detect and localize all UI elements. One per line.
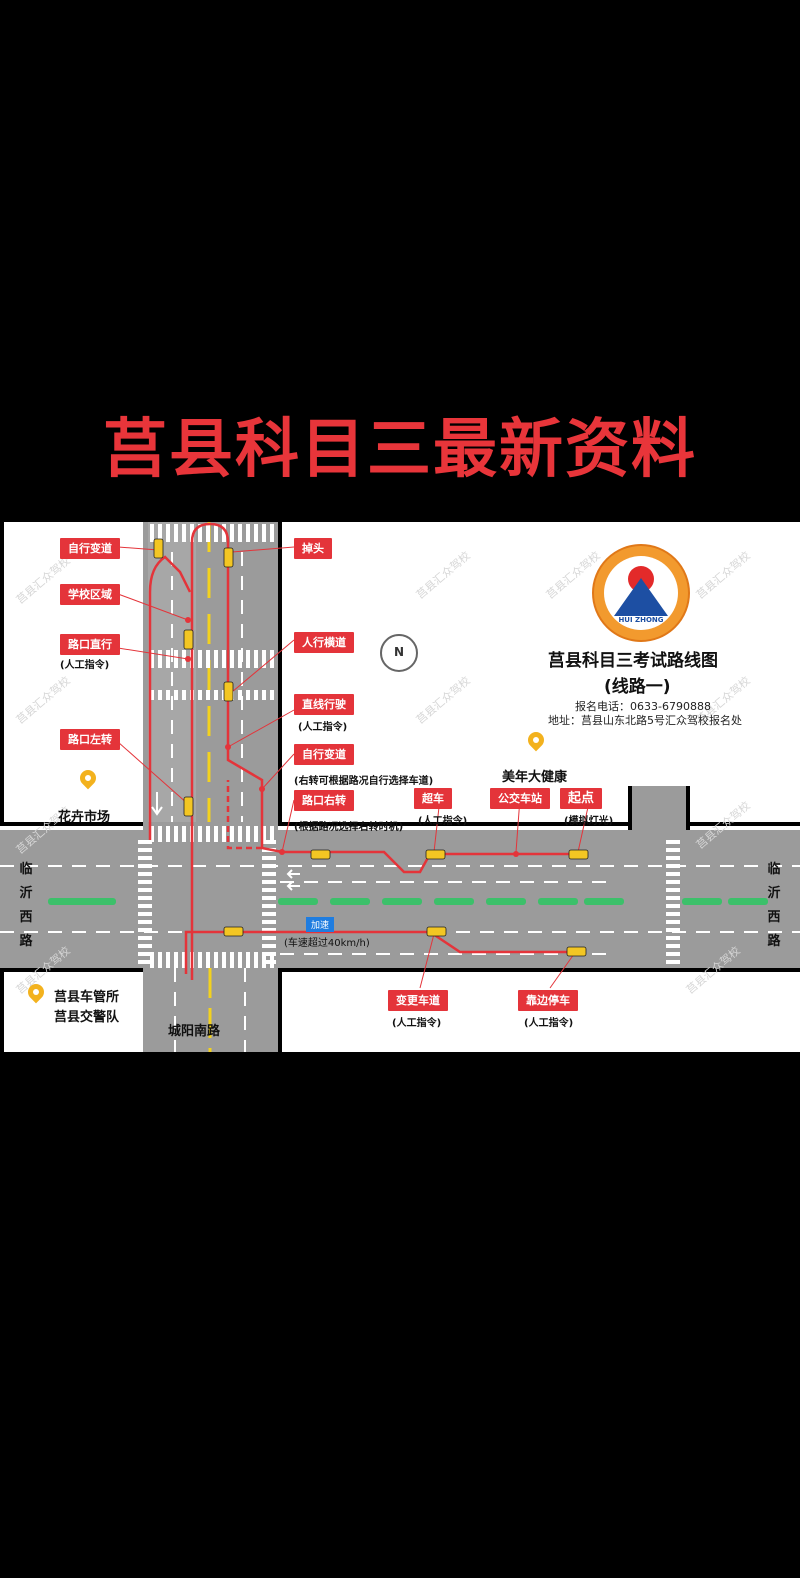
label-right-turn: 路口右转 — [294, 790, 354, 811]
note-straight-driving: (人工指令) — [298, 722, 348, 733]
label-straight-intersection: 路口直行 — [60, 634, 120, 655]
note-pull-over: (人工指令) — [524, 1018, 574, 1029]
note-right-turn: (根据路况选择右转时机) — [294, 822, 404, 833]
place-linyi-west-right: 临沂西路 — [767, 862, 781, 949]
address-info: 地址：莒县山东北路5号汇众驾校报名处 — [548, 714, 742, 727]
label-left-turn: 路口左转 — [60, 729, 120, 750]
map-subtitle: (线路一) — [604, 677, 671, 697]
note-overtake: (人工指令) — [418, 816, 468, 827]
label-bus-stop: 公交车站 — [490, 788, 550, 809]
label-straight-driving: 直线行驶 — [294, 694, 354, 715]
label-school-zone: 学校区域 — [60, 584, 120, 605]
place-traffic-police: 莒县交警队 — [54, 1010, 120, 1025]
label-pull-over: 靠边停车 — [518, 990, 578, 1011]
label-crosswalk: 人行横道 — [294, 632, 354, 653]
map-title: 莒县科目三考试路线图 — [548, 651, 718, 671]
label-overtake: 超车 — [414, 788, 452, 809]
place-meinian: 美年大健康 — [502, 770, 568, 785]
label-start: 起点 — [560, 788, 603, 809]
label-change-lane: 变更车道 — [388, 990, 448, 1011]
label-u-turn: 掉头 — [294, 538, 332, 559]
note-change-lane: (人工指令) — [392, 1018, 442, 1029]
note-start: (模拟灯光) — [564, 816, 614, 827]
note-free-lane: (右转可根据路况自行选择车道) — [294, 776, 434, 787]
route-map: 莒县汇众驾校 莒县汇众驾校 莒县汇众驾校 莒县汇众驾校 莒县汇众驾校 莒县汇众驾… — [0, 522, 800, 1052]
road-map-graphic — [0, 522, 800, 1052]
note-straight-intersection: (人工指令) — [60, 660, 110, 671]
label-free-lane-top: 自行变道 — [60, 538, 120, 559]
logo-text: HUI ZHONG — [618, 616, 664, 624]
place-vehicle-office: 莒县车管所 — [54, 990, 120, 1005]
cars — [153, 538, 589, 957]
accelerate-badge: 加速 — [306, 917, 335, 932]
school-logo: HUI ZHONG — [592, 544, 690, 642]
label-free-lane: 自行变道 — [294, 744, 354, 765]
phone-info: 报名电话：0633-6790888 — [575, 700, 711, 713]
place-flower-market: 花卉市场 — [58, 810, 111, 825]
place-south-road: 城阳南路 — [168, 1024, 221, 1039]
compass-icon: N — [380, 634, 418, 672]
headline: 莒县科目三最新资料 — [103, 413, 697, 487]
place-linyi-west-left: 临沂西路 — [19, 862, 33, 949]
note-accelerate: (车速超过40km/h) — [284, 938, 370, 949]
